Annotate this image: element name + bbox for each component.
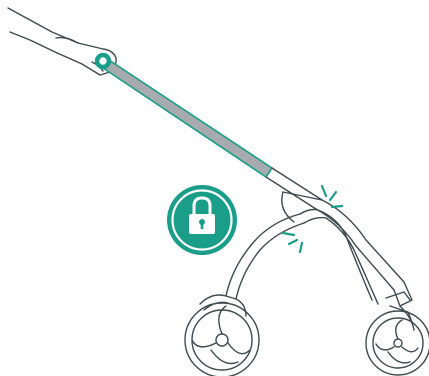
wheel-icon <box>185 303 259 376</box>
handle-lower-tube <box>266 168 322 209</box>
telescopic-handle <box>100 58 272 177</box>
handle-knob-icon <box>96 54 111 69</box>
frame-front-arch <box>226 210 378 305</box>
wheel-icon <box>366 311 429 375</box>
padlock-icon <box>167 185 237 255</box>
